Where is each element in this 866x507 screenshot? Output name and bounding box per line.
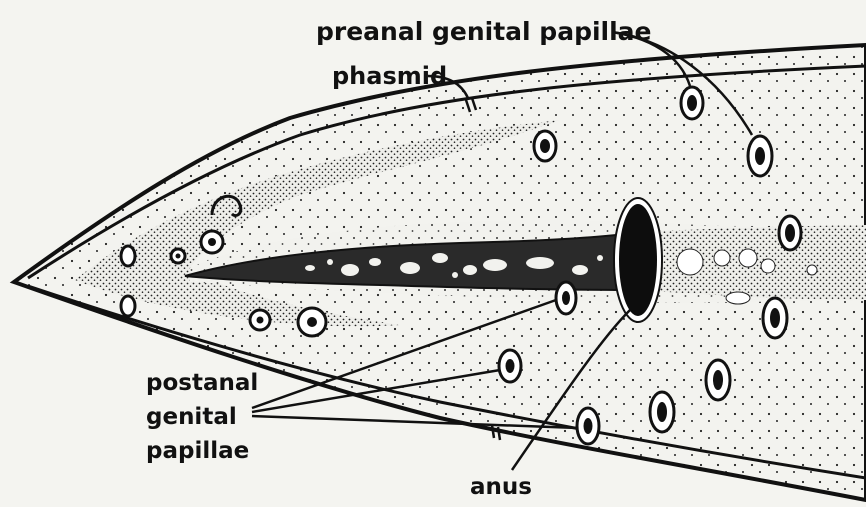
label-anus: anus bbox=[470, 474, 532, 500]
label-preanal-genital-papillae: preanal genital papillae bbox=[316, 17, 652, 46]
anus-opening bbox=[614, 198, 662, 322]
label-postanal-line1: postanal bbox=[146, 370, 258, 396]
label-postanal-line3: papillae bbox=[146, 438, 249, 464]
label-phasmid: phasmid bbox=[332, 62, 447, 90]
label-postanal-line2: genital bbox=[146, 404, 237, 430]
